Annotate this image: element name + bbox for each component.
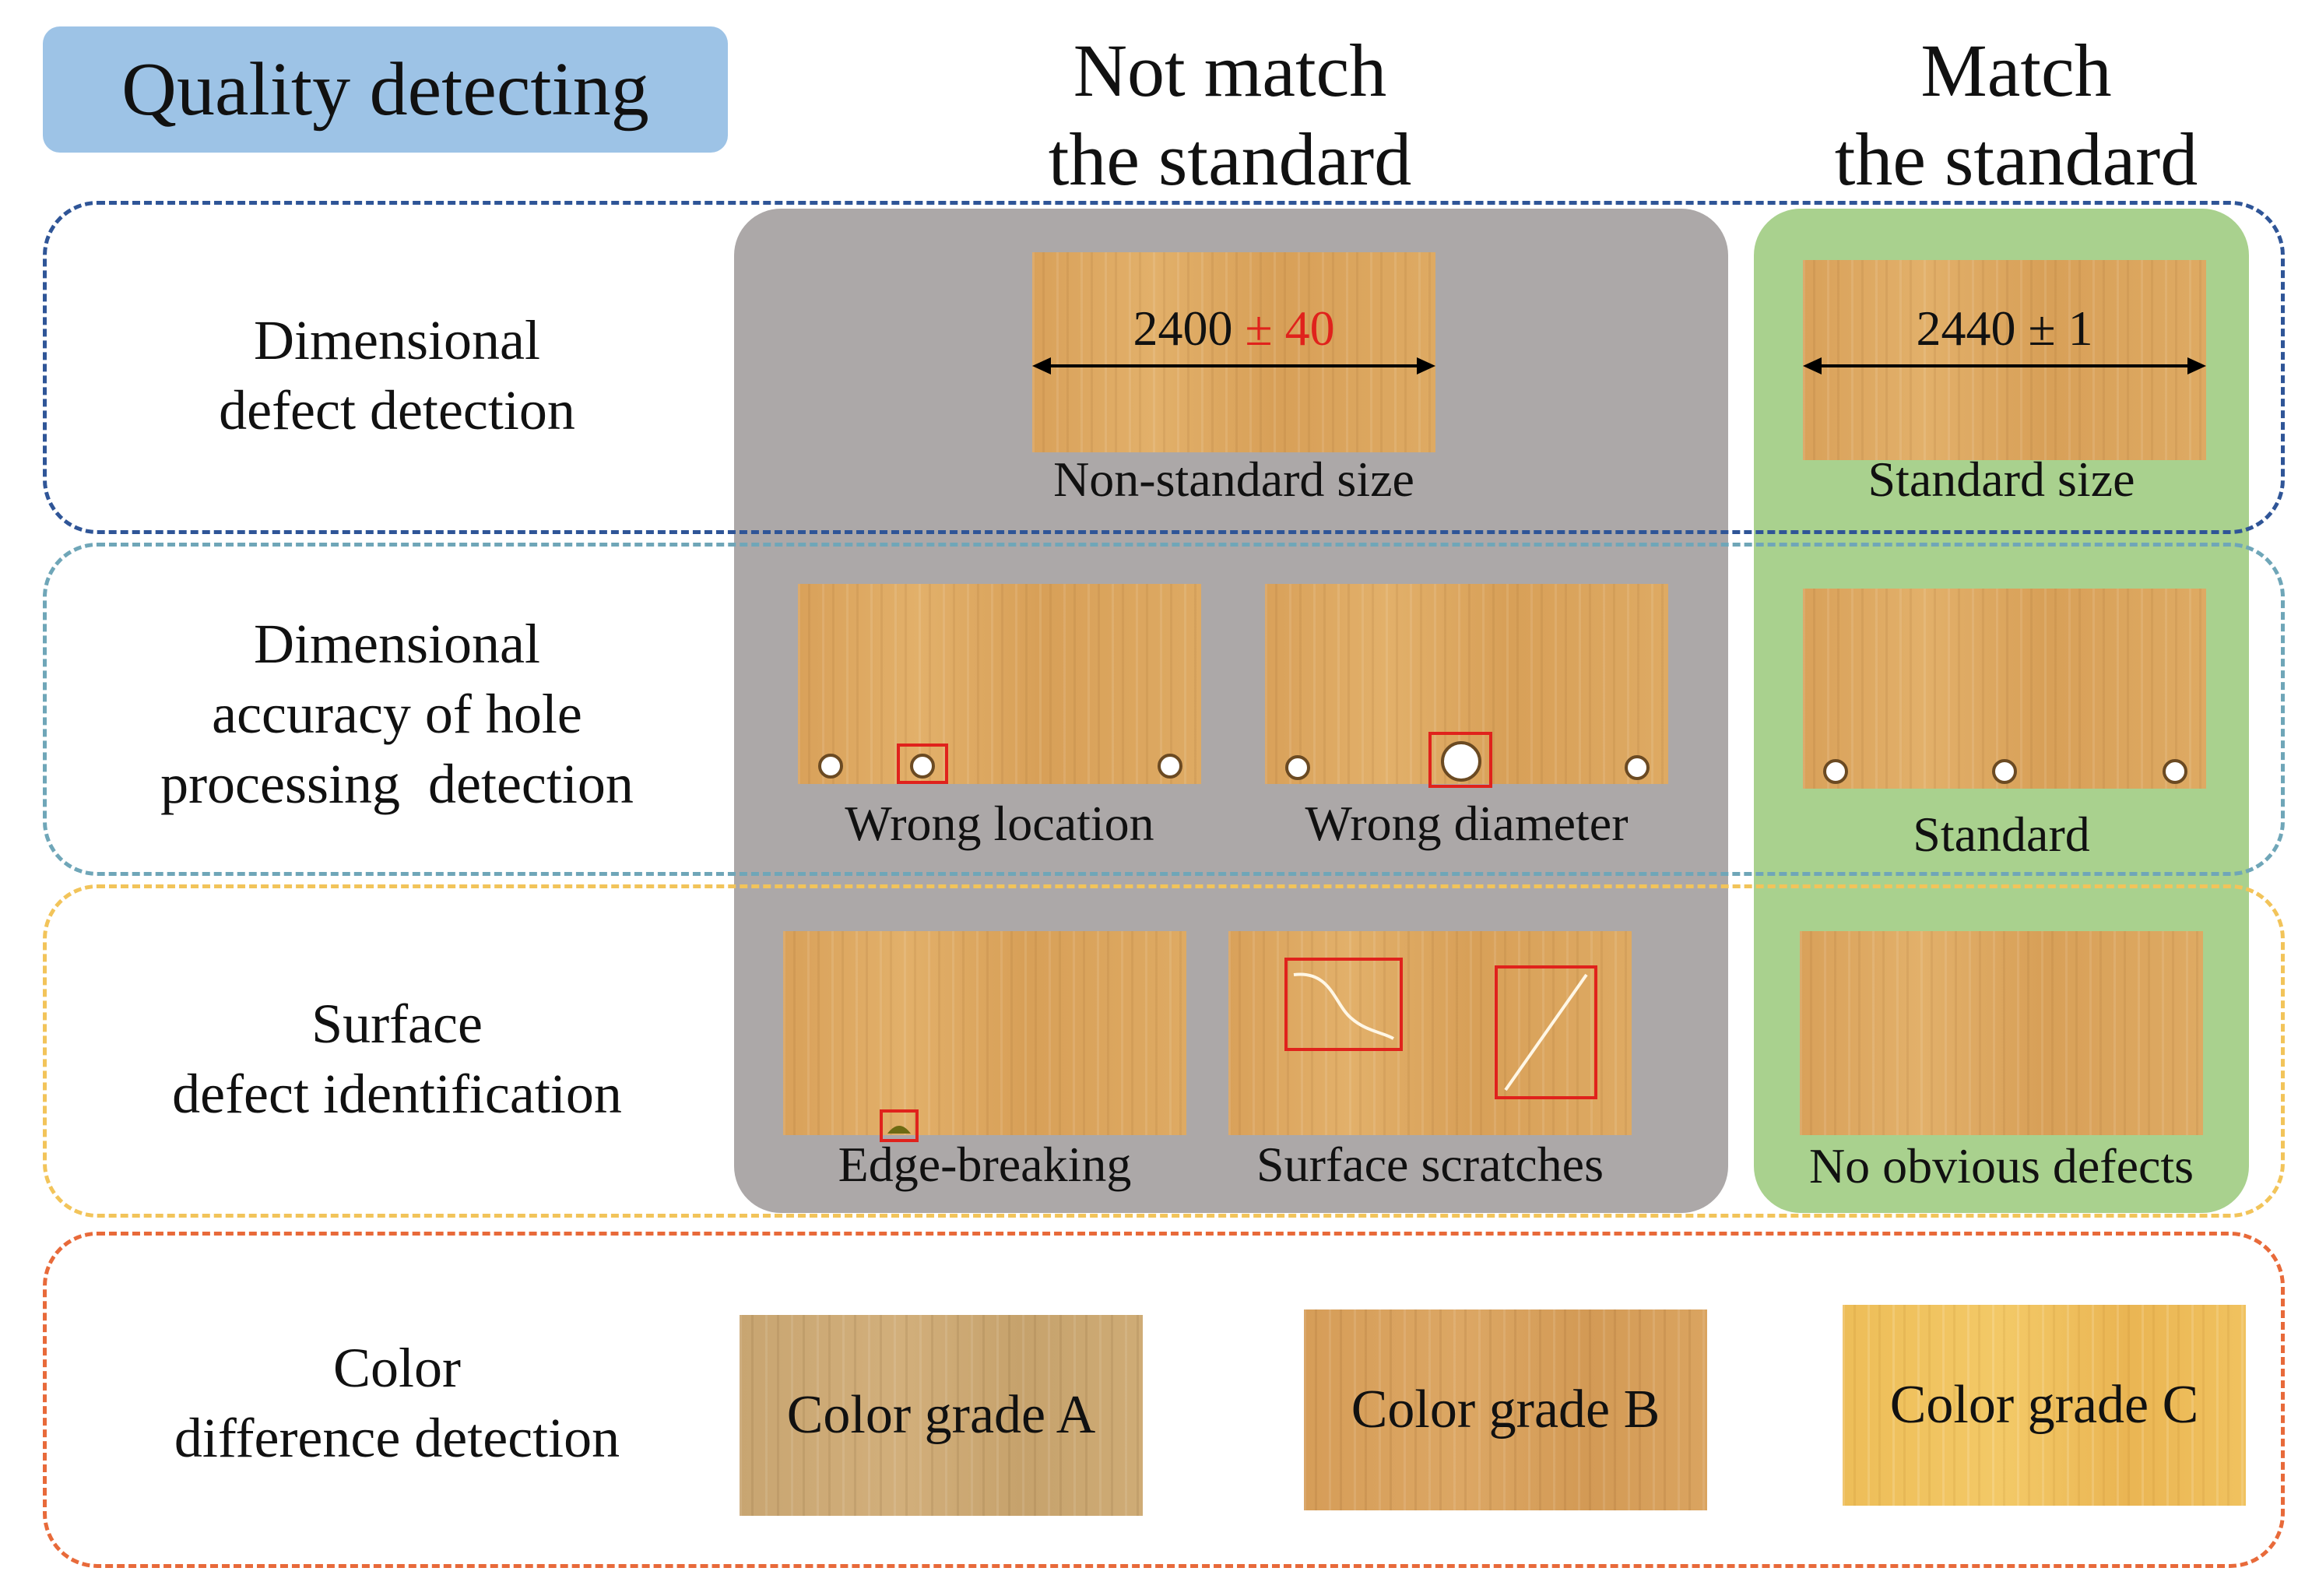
no-defects-board [1800,931,2203,1135]
edge-breaking-board [783,931,1186,1135]
color-grade-c-board: Color grade C [1843,1305,2246,1506]
row-holes-label-line2: accuracy of hole [212,683,582,745]
standard-value: 2440 [1916,301,2016,356]
row-color-box [43,1232,2285,1568]
row-color-label-line1: Color [332,1337,461,1399]
row-dimensional-box [43,201,2285,534]
standard-holes-caption: Standard [1913,807,2090,862]
nonstandard-dimension-arrow [1032,357,1435,374]
title: Quality detecting [121,47,649,132]
color-grade-c-label: Color grade C [1889,1375,2199,1435]
standard-dimension-label: 2440 ± 1 [1803,299,2206,358]
nonstandard-caption: Non-standard size [1053,452,1414,507]
row-surface-label: Surface defect identification [78,989,716,1129]
surface-scratches-caption: Surface scratches [1256,1137,1604,1192]
scratch-line-highlight [1495,965,1597,1099]
standard-dimension-arrow [1803,357,2206,374]
hole-right [1158,754,1182,779]
row-holes-label-line1: Dimensional [254,613,540,675]
title-badge: Quality detecting [43,26,728,153]
header-match: Match the standard [1728,26,2304,204]
header-not-match: Not match the standard [934,26,1526,204]
edge-break-mark [887,1126,911,1134]
row-color-label-line2: difference detection [174,1407,620,1469]
nonstandard-tolerance: 40 [1284,301,1335,356]
wrong-diameter-caption: Wrong diameter [1305,796,1629,851]
wrong-location-caption: Wrong location [845,796,1154,851]
row-holes-label-line3: processing detection [160,753,634,815]
standard-tolerance: 1 [2068,301,2093,356]
nonstandard-value: 2400 [1133,301,1233,356]
surface-scratches-board [1228,931,1632,1135]
hole-center [1992,759,2017,784]
nonstandard-dimension-label: 2400 ± 40 [1032,299,1435,358]
header-match-line2: the standard [1834,118,2198,201]
row-dimensional-label: Dimensional defect detection [78,305,716,445]
row-surface-label-line2: defect identification [172,1063,622,1125]
standard-holes-board [1803,589,2206,789]
row-surface-label-line1: Surface [311,993,483,1055]
color-grade-b-label: Color grade B [1351,1380,1660,1440]
nonstandard-pm: ± [1245,301,1273,356]
standard-pm: ± [2028,301,2056,356]
edge-breaking-highlight [880,1109,919,1142]
hole-left [818,754,843,779]
scratch-curve [1293,972,1394,1040]
scratch-curve-highlight [1284,958,1403,1051]
standard-size-caption: Standard size [1868,452,2135,507]
hole-left [1285,755,1310,780]
hole-left [1823,759,1848,784]
hole-right [1625,755,1650,780]
hole-misplaced [910,754,935,779]
row-surface-box [43,884,2285,1218]
color-grade-a-board: Color grade A [740,1315,1143,1516]
wrong-location-board [798,584,1201,784]
color-grade-b-board: Color grade B [1304,1309,1707,1510]
header-match-line1: Match [1920,29,2112,112]
hole-right [2163,759,2187,784]
wrong-location-highlight [897,744,948,784]
edge-breaking-caption: Edge-breaking [838,1137,1132,1192]
row-dimensional-label-line1: Dimensional [254,309,540,371]
no-defects-caption: No obvious defects [1808,1138,2194,1193]
scratch-line [1504,973,1588,1092]
header-not-match-line2: the standard [1048,118,1412,201]
row-holes-box [43,543,2285,876]
header-not-match-line1: Not match [1073,29,1387,112]
row-dimensional-label-line2: defect detection [219,379,575,441]
row-color-label: Color difference detection [78,1333,716,1473]
nonstandard-size-board [1032,252,1435,452]
standard-size-board [1803,260,2206,460]
hole-oversized [1441,741,1481,782]
wrong-diameter-highlight [1428,732,1492,788]
color-grade-a-label: Color grade A [786,1385,1096,1445]
row-holes-label: Dimensional accuracy of hole processing … [78,609,716,819]
